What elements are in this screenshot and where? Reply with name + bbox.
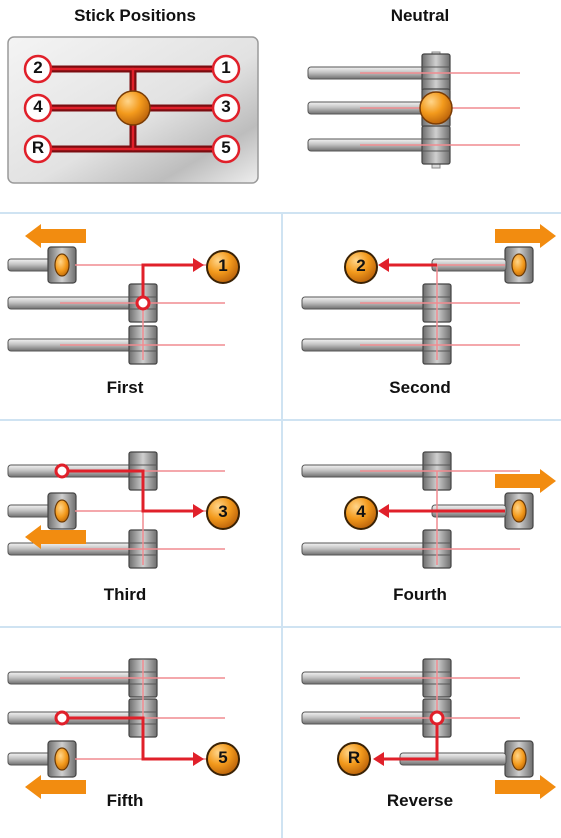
- reverse-path: [380, 718, 439, 761]
- second-move-arrow: [495, 224, 556, 248]
- fifth-move-arrow: [25, 775, 86, 799]
- badge-circle-R: [337, 742, 371, 776]
- badge-4: 4: [356, 502, 366, 521]
- grid-divider-v: [281, 212, 283, 838]
- fork-pin: [511, 499, 527, 523]
- grid-divider-h2: [0, 419, 561, 421]
- panel-label-reverse: Reverse: [386, 791, 454, 810]
- badge-1: 1: [218, 256, 228, 275]
- gate-label-2: 2: [33, 58, 43, 77]
- badge-2: 2: [356, 256, 366, 275]
- panel-label-first: First: [106, 378, 144, 397]
- neutral-knob: [419, 91, 453, 125]
- badge-circle-2: [344, 250, 378, 284]
- gate-label-4: 4: [33, 97, 43, 116]
- fifth-path: [62, 716, 200, 761]
- stick-positions-heading: Stick Positions: [74, 6, 196, 25]
- panel-label-second: Second: [389, 378, 451, 397]
- third-path: [62, 469, 200, 513]
- gate-label-R: R: [31, 138, 45, 157]
- badge-circle-1: [206, 250, 240, 284]
- shift-knob: [115, 90, 151, 126]
- first-path: [141, 263, 200, 303]
- shift-arrow-head: [378, 504, 389, 518]
- gate-label-5: 5: [221, 138, 231, 157]
- reverse-move-arrow: [495, 775, 556, 799]
- third-move-arrow: [25, 525, 86, 549]
- stick-position-ring: [54, 710, 70, 726]
- badge-circle-4: [344, 496, 378, 530]
- panel-label-fifth: Fifth: [106, 791, 144, 810]
- badge-circle-3: [206, 496, 240, 530]
- fork-pin: [511, 747, 527, 771]
- badge-circle-5: [206, 742, 240, 776]
- fork-pin: [54, 253, 70, 277]
- grid-divider-h3: [0, 626, 561, 628]
- grid-divider-h1: [0, 212, 561, 214]
- gate-label-3: 3: [221, 97, 231, 116]
- shift-arrow-head: [193, 504, 204, 518]
- fork-pin: [511, 253, 527, 277]
- shift-arrow-head: [193, 752, 204, 766]
- stick-position-ring: [54, 463, 70, 479]
- fourth-move-arrow: [495, 469, 556, 493]
- stick-position-ring: [429, 710, 445, 726]
- shift-arrow-head: [373, 752, 384, 766]
- first-move-arrow: [25, 224, 86, 248]
- shift-arrow-head: [193, 258, 204, 272]
- neutral-heading: Neutral: [390, 6, 450, 25]
- fork-pin: [54, 499, 70, 523]
- fork-pin: [54, 747, 70, 771]
- stick-position-ring: [135, 295, 151, 311]
- panel-label-fourth: Fourth: [393, 585, 447, 604]
- badge-R: R: [347, 748, 361, 767]
- panel-label-third: Third: [103, 585, 147, 604]
- shift-arrow-head: [378, 258, 389, 272]
- badge-5: 5: [218, 748, 228, 767]
- gate-label-1: 1: [221, 58, 231, 77]
- badge-3: 3: [218, 502, 228, 521]
